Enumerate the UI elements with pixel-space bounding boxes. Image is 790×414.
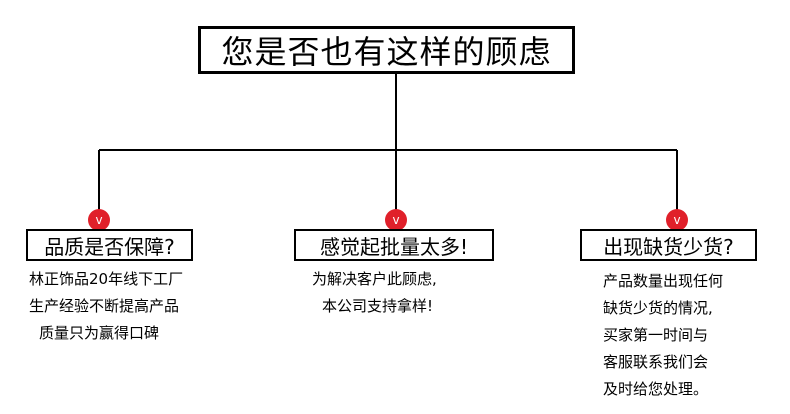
answer-text-batch: 为解决客户此顾虑, 本公司支持拿样! (312, 266, 437, 320)
check-badge-icon: v (88, 209, 110, 231)
answer-line: 及时给您处理。 (603, 380, 709, 398)
answer-line: 本公司支持拿样! (322, 297, 434, 315)
answer-text-quality: 林正饰品20年线下工厂 生产经验不断提高产品 质量只为赢得口碑 (29, 266, 183, 347)
question-box-stock: 出现缺货少货? (580, 229, 757, 261)
question-box-quality: 品质是否保障? (26, 229, 193, 261)
title-box: 您是否也有这样的顾虑 (198, 26, 575, 74)
question-box-batch: 感觉起批量太多! (294, 229, 494, 261)
check-badge-icon: v (666, 209, 688, 231)
answer-line: 生产经验不断提高产品 (29, 297, 180, 315)
answer-line: 客服联系我们会 (603, 353, 709, 371)
answer-line: 产品数量出现任何 (603, 272, 724, 290)
answer-line: 质量只为赢得口碑 (39, 324, 160, 342)
answer-line: 林正饰品20年线下工厂 (29, 270, 184, 288)
answer-line: 为解决客户此顾虑, (312, 270, 437, 288)
check-badge-icon: v (385, 209, 407, 231)
answer-text-stock: 产品数量出现任何 缺货少货的情况, 买家第一时间与 客服联系我们会 及时给您处理… (603, 268, 723, 403)
answer-line: 买家第一时间与 (603, 326, 709, 344)
answer-line: 缺货少货的情况, (603, 299, 713, 317)
